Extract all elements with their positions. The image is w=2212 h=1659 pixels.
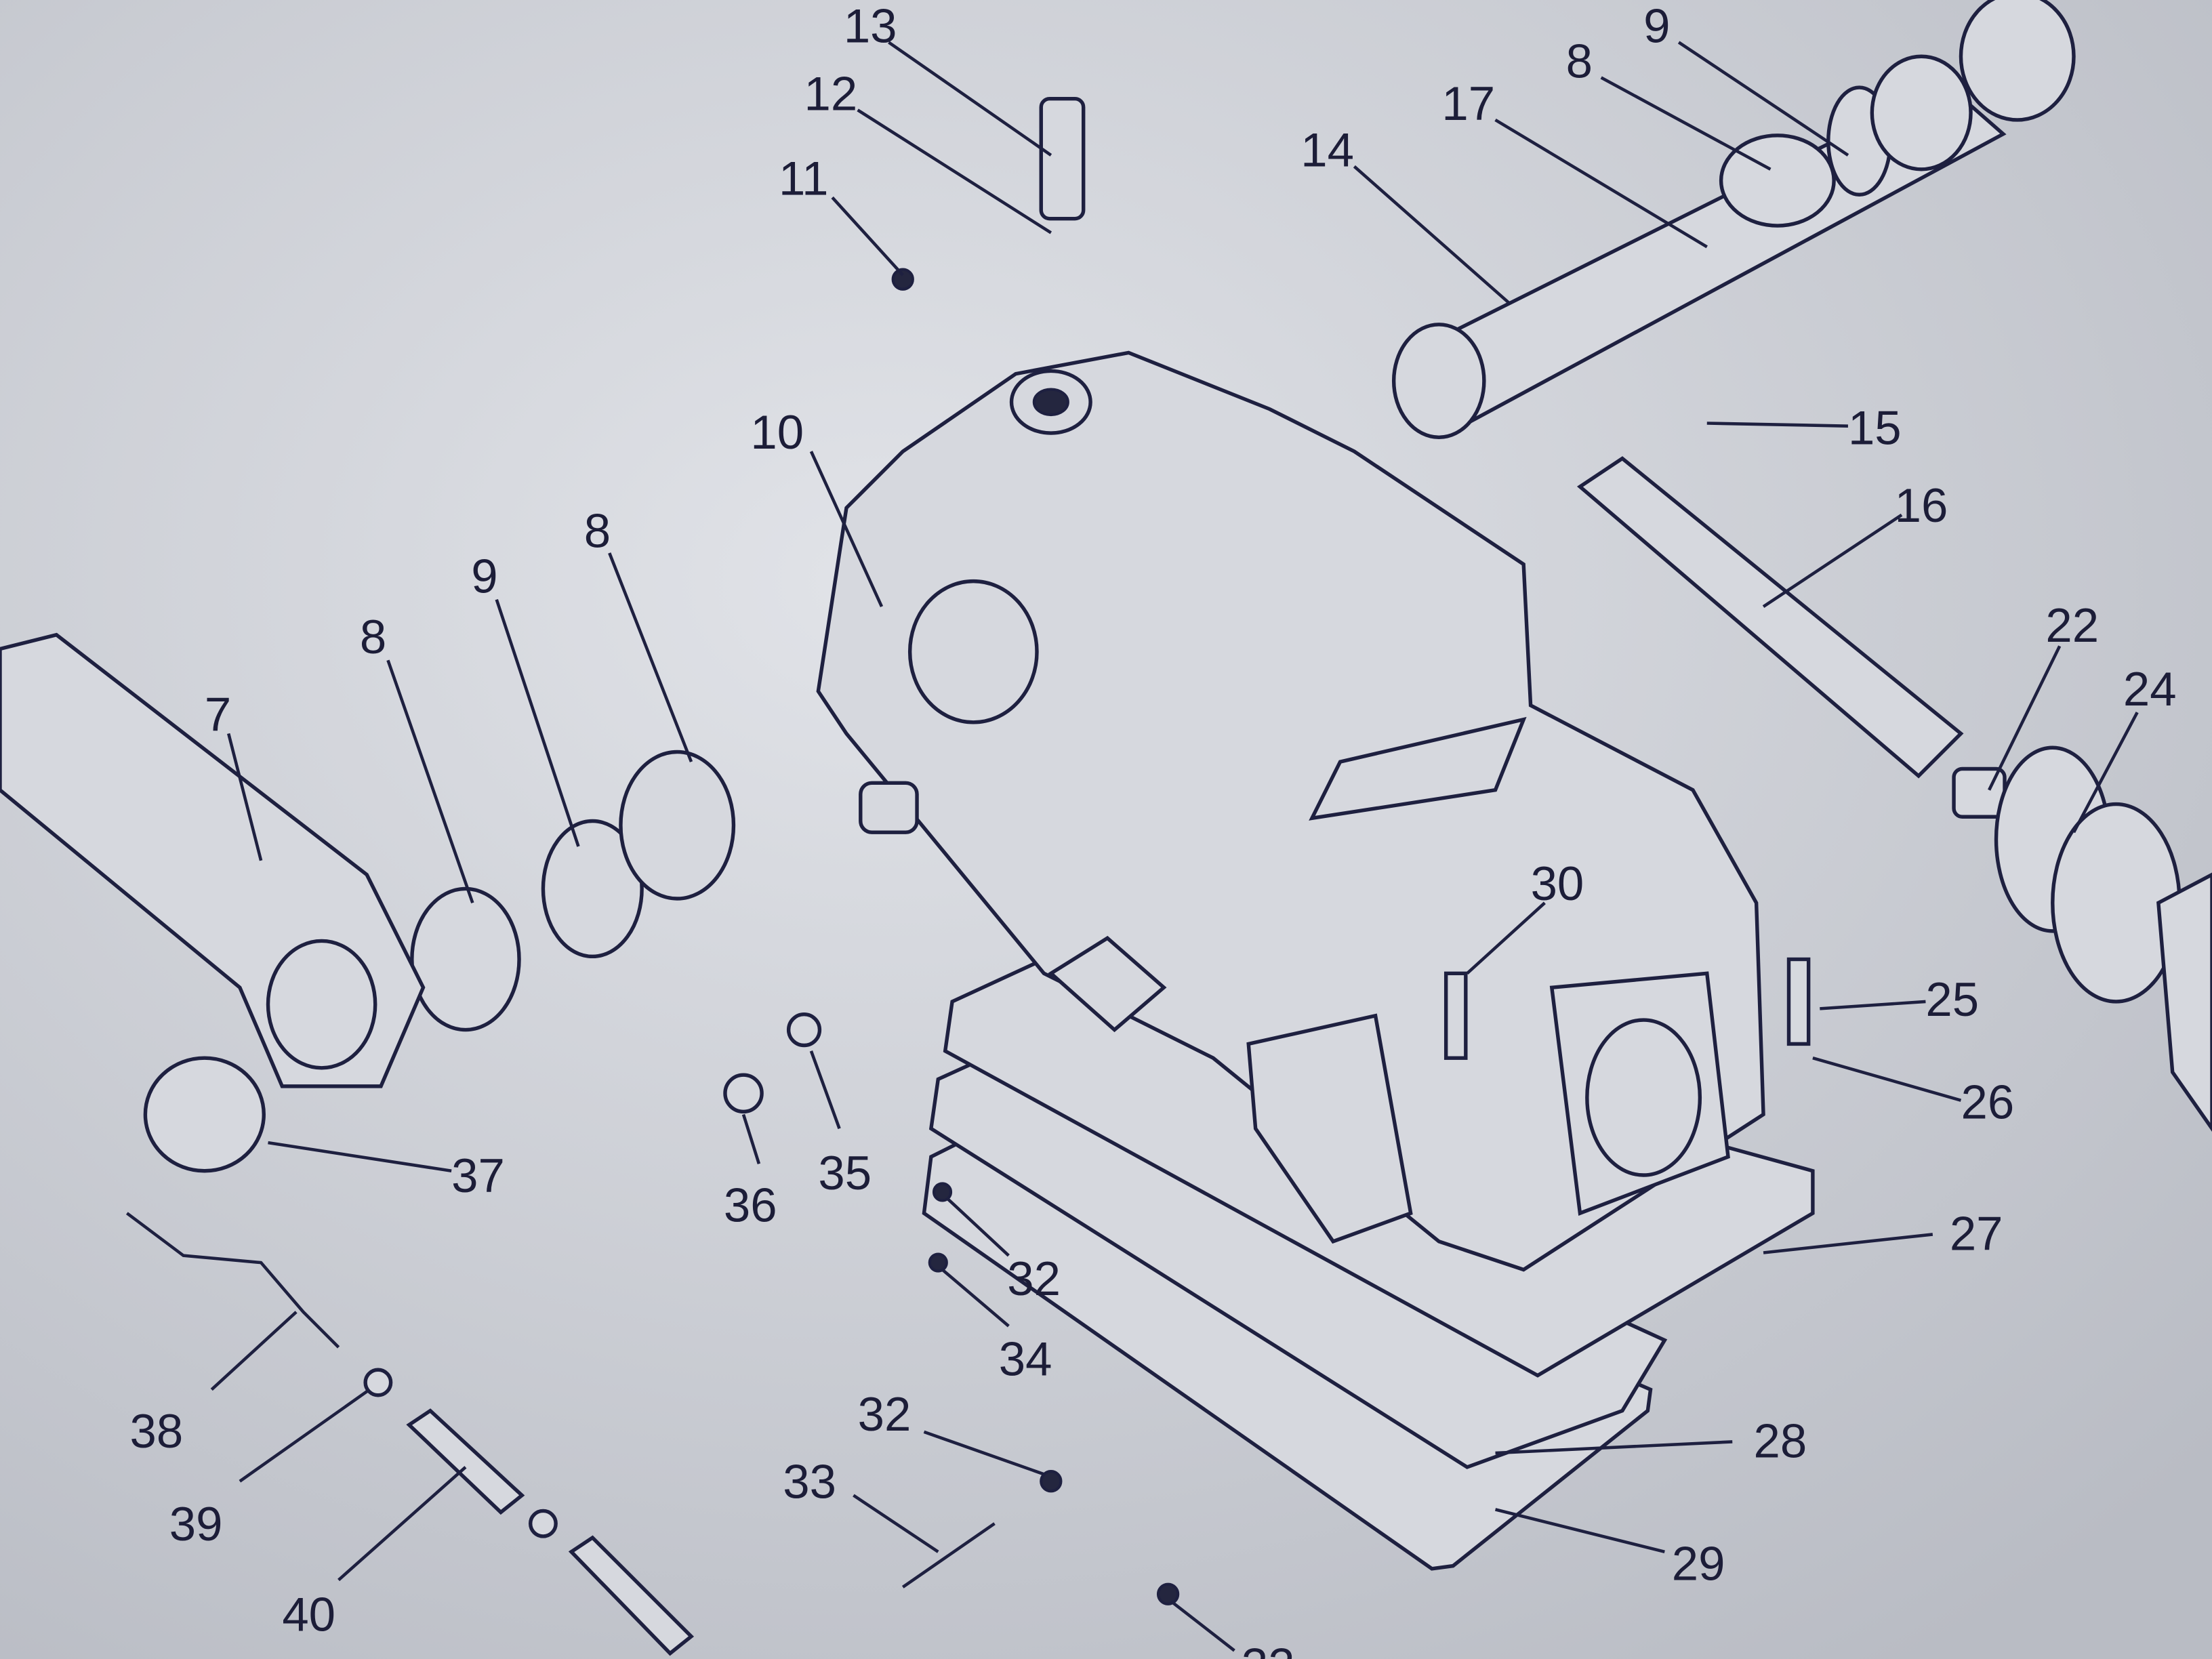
bushing-set-left <box>410 750 736 1032</box>
part-label: 32 <box>858 1387 912 1441</box>
part-label: 14 <box>1300 123 1354 177</box>
leader-lines <box>210 41 2139 1652</box>
small-fasteners <box>723 97 1811 1605</box>
part-label: 40 <box>282 1587 335 1641</box>
housing-10 <box>816 350 1765 1272</box>
part-label: 39 <box>169 1497 223 1551</box>
part-labels: 13 12 11 9 8 17 14 10 15 16 22 24 8 9 8 … <box>130 0 2177 1659</box>
part-label: 38 <box>130 1404 184 1458</box>
part-label: 17 <box>1441 77 1495 130</box>
part-label: 15 <box>1848 401 1902 455</box>
part-label: 29 <box>1672 1536 1725 1590</box>
shaft-17 <box>1391 0 2076 440</box>
part-label: 25 <box>1925 972 1979 1026</box>
part-label: 13 <box>844 0 897 52</box>
part-label: 37 <box>451 1149 505 1202</box>
part-label: 22 <box>2045 598 2099 652</box>
part-label: 36 <box>724 1179 777 1232</box>
part-label: 12 <box>804 66 858 120</box>
part-label: 27 <box>1950 1206 2003 1260</box>
part-label: 32 <box>1242 1638 1295 1659</box>
part-label: 11 <box>779 151 828 205</box>
part-label: 35 <box>818 1146 872 1200</box>
part-label: 9 <box>1643 0 1670 52</box>
part-label: 8 <box>1566 34 1593 87</box>
part-label: 33 <box>783 1455 836 1509</box>
part-label: 8 <box>584 504 611 558</box>
part-label: 8 <box>360 610 386 663</box>
lever-38-assembly <box>125 1212 695 1656</box>
pin-16 <box>1576 456 2212 1132</box>
part-label: 7 <box>205 687 231 741</box>
part-label: 16 <box>1895 478 1948 532</box>
part-label: 32 <box>1007 1252 1061 1305</box>
part-label: 30 <box>1531 857 1584 910</box>
part-label: 24 <box>2123 662 2177 716</box>
part-label: 10 <box>750 405 804 459</box>
part-label: 34 <box>999 1332 1052 1386</box>
lift-arm-7 <box>0 632 426 1173</box>
part-label: 9 <box>471 549 497 602</box>
part-label: 28 <box>1753 1414 1807 1467</box>
part-label: 26 <box>1961 1076 2014 1129</box>
